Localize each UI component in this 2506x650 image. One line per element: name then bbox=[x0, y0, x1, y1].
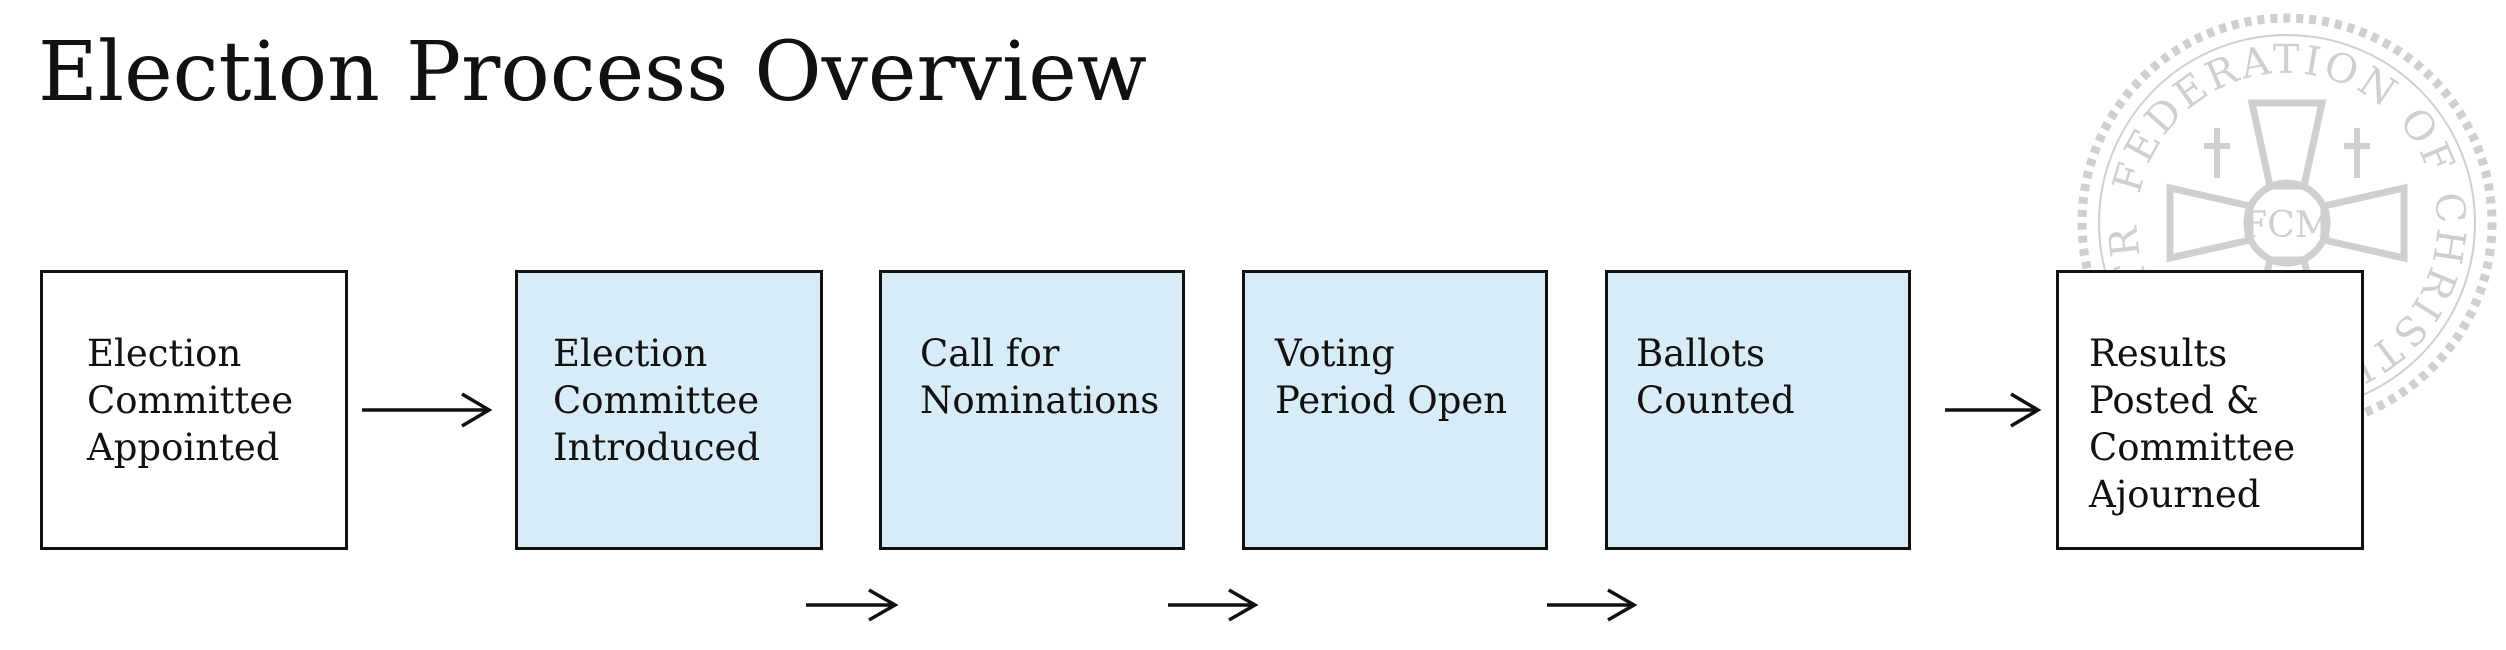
seal-monogram: FCM bbox=[2242, 205, 2331, 246]
arrow-right-icon bbox=[1945, 390, 2042, 430]
step-label: Election Committee Appointed bbox=[87, 332, 294, 469]
step-label: Results Posted & Committee Ajourned bbox=[2089, 332, 2296, 516]
step-election-committee-introduced: Election Committee Introduced bbox=[515, 270, 823, 550]
page-title: Election Process Overview bbox=[38, 25, 1147, 120]
step-election-committee-appointed: Election Committee Appointed bbox=[40, 270, 348, 550]
step-label: Ballots Counted bbox=[1636, 332, 1795, 422]
step-voting-period-open: Voting Period Open bbox=[1242, 270, 1548, 550]
step-results-posted: Results Posted & Committee Ajourned bbox=[2056, 270, 2364, 550]
step-ballots-counted: Ballots Counted bbox=[1605, 270, 1911, 550]
step-label: Election Committee Introduced bbox=[553, 332, 761, 469]
arrow-right-icon bbox=[1547, 585, 1638, 625]
arrow-right-icon bbox=[1168, 585, 1259, 625]
arrow-right-icon bbox=[806, 585, 899, 625]
step-label: Call for Nominations bbox=[920, 332, 1160, 422]
arrow-right-icon bbox=[362, 390, 493, 430]
step-call-for-nominations: Call for Nominations bbox=[879, 270, 1185, 550]
step-label: Voting Period Open bbox=[1275, 332, 1508, 422]
